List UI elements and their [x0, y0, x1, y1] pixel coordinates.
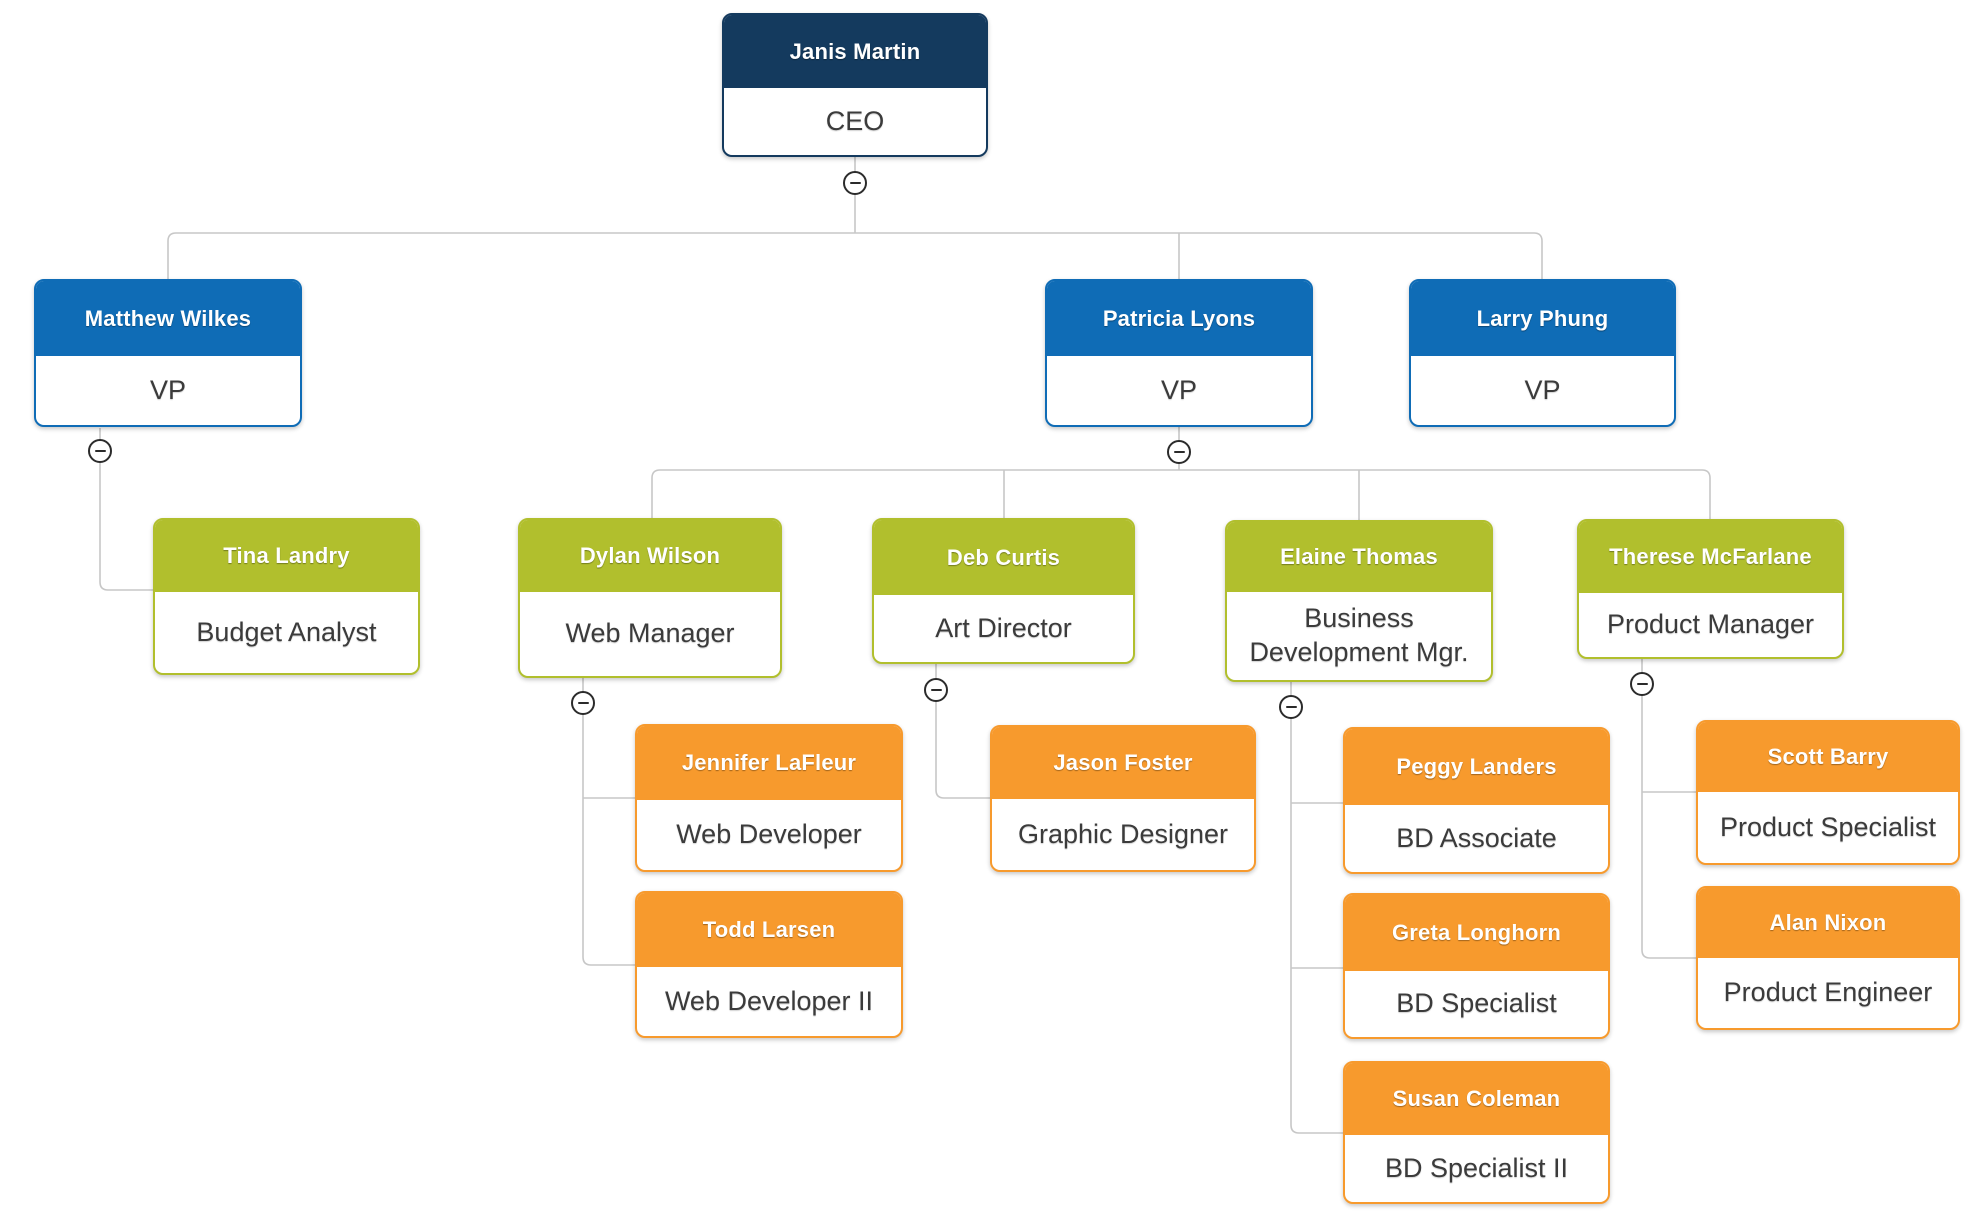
node-name: Greta Longhorn: [1345, 895, 1608, 971]
node-title: Web Developer II: [664, 985, 874, 1016]
node-title: VP: [1524, 374, 1561, 405]
org-node-therese-mcfarlane[interactable]: Therese McFarlane Product Manager: [1577, 519, 1844, 659]
org-node-peggy-landers[interactable]: Peggy Landers BD Associate: [1343, 727, 1610, 874]
node-name: Matthew Wilkes: [36, 281, 300, 356]
node-name: Patricia Lyons: [1047, 281, 1311, 356]
node-name: Dylan Wilson: [520, 520, 780, 592]
org-node-todd-larsen[interactable]: Todd Larsen Web Developer II: [635, 891, 903, 1038]
node-title: Product Manager: [1606, 609, 1815, 640]
org-node-jason-foster[interactable]: Jason Foster Graphic Designer: [990, 725, 1256, 872]
connector-janis-children-spine: [167, 232, 1543, 279]
node-name: Deb Curtis: [874, 520, 1133, 595]
connector-patricia-children-spine: [651, 469, 1711, 519]
org-node-tina-landry[interactable]: Tina Landry Budget Analyst: [153, 518, 420, 675]
node-title: CEO: [825, 105, 885, 136]
node-name: Janis Martin: [724, 15, 986, 88]
org-node-alan-nixon[interactable]: Alan Nixon Product Engineer: [1696, 886, 1960, 1030]
node-name: Todd Larsen: [637, 893, 901, 967]
node-title: Graphic Designer: [1017, 818, 1229, 849]
org-node-scott-barry[interactable]: Scott Barry Product Specialist: [1696, 720, 1960, 865]
collapse-button-matthew-wilkes[interactable]: [88, 439, 112, 463]
node-title: Web Developer: [676, 819, 862, 850]
node-name: Therese McFarlane: [1579, 521, 1842, 593]
minus-icon: [1285, 706, 1297, 708]
node-name: Jason Foster: [992, 727, 1254, 799]
collapse-button-janis-martin[interactable]: [843, 171, 867, 195]
minus-icon: [930, 689, 942, 691]
node-title: Business Development Mgr.: [1249, 603, 1469, 667]
node-name: Peggy Landers: [1345, 729, 1608, 805]
node-title: Product Specialist: [1719, 811, 1937, 842]
org-node-deb-curtis[interactable]: Deb Curtis Art Director: [872, 518, 1135, 664]
node-name: Alan Nixon: [1698, 888, 1958, 958]
org-node-janis-martin[interactable]: Janis Martin CEO: [722, 13, 988, 157]
minus-icon: [849, 182, 861, 184]
node-title: Product Engineer: [1723, 977, 1933, 1008]
collapse-button-deb-curtis[interactable]: [924, 678, 948, 702]
connector-therese-alan: [1641, 659, 1696, 959]
node-name: Larry Phung: [1411, 281, 1674, 356]
collapse-button-patricia-lyons[interactable]: [1167, 440, 1191, 464]
org-node-patricia-lyons[interactable]: Patricia Lyons VP: [1045, 279, 1313, 427]
minus-icon: [94, 450, 106, 452]
node-title: Budget Analyst: [196, 616, 377, 647]
org-node-dylan-wilson[interactable]: Dylan Wilson Web Manager: [518, 518, 782, 678]
node-title: BD Associate: [1396, 822, 1557, 853]
org-node-matthew-wilkes[interactable]: Matthew Wilkes VP: [34, 279, 302, 427]
org-node-jennifer-lafleur[interactable]: Jennifer LaFleur Web Developer: [635, 724, 903, 872]
node-title: Web Manager: [565, 618, 735, 649]
org-node-elaine-thomas[interactable]: Elaine Thomas Business Development Mgr.: [1225, 520, 1493, 682]
connector-dylan-todd: [582, 678, 635, 966]
collapse-button-elaine-thomas[interactable]: [1279, 695, 1303, 719]
minus-icon: [1636, 683, 1648, 685]
node-title: BD Specialist: [1396, 988, 1557, 1019]
node-title: VP: [149, 374, 187, 405]
org-node-greta-longhorn[interactable]: Greta Longhorn BD Specialist: [1343, 893, 1610, 1039]
node-name: Jennifer LaFleur: [637, 726, 901, 800]
minus-icon: [1173, 451, 1185, 453]
org-node-susan-coleman[interactable]: Susan Coleman BD Specialist II: [1343, 1061, 1610, 1204]
collapse-button-therese-mcfarlane[interactable]: [1630, 672, 1654, 696]
node-name: Scott Barry: [1698, 722, 1958, 792]
org-node-larry-phung[interactable]: Larry Phung VP: [1409, 279, 1676, 427]
node-title: BD Specialist II: [1384, 1152, 1569, 1183]
connector-elaine-susan: [1290, 682, 1343, 1134]
collapse-button-dylan-wilson[interactable]: [571, 691, 595, 715]
minus-icon: [577, 702, 589, 704]
node-name: Tina Landry: [155, 520, 418, 592]
node-title: Art Director: [935, 612, 1072, 643]
node-title: VP: [1160, 374, 1198, 405]
node-name: Susan Coleman: [1345, 1063, 1608, 1135]
node-name: Elaine Thomas: [1227, 522, 1491, 592]
